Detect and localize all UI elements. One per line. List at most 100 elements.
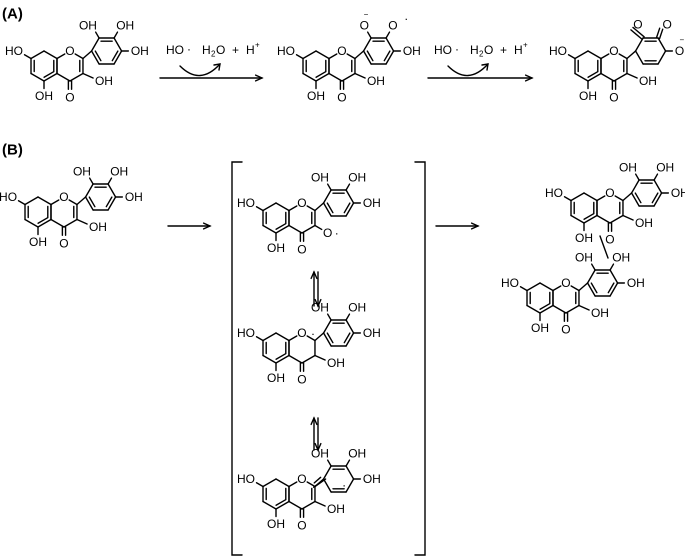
- bond: [345, 183, 351, 191]
- bond: [24, 196, 39, 206]
- hydroxyl-label: OH: [348, 301, 366, 315]
- carbonyl-oxygen-label: O: [297, 518, 306, 532]
- bond: [634, 50, 644, 65]
- arrow-head: [310, 270, 318, 280]
- bond: [570, 214, 585, 224]
- bond: [37, 218, 52, 228]
- carbonyl-oxygen-label: O: [59, 236, 68, 250]
- hydroxyl-label: OH: [591, 306, 609, 320]
- bond: [327, 459, 332, 467]
- ring-oxygen-label: O: [59, 190, 68, 204]
- bond: [262, 354, 277, 364]
- hydroxyl-label: OH: [267, 371, 285, 385]
- resonance-arrow-1: [310, 270, 322, 308]
- bond: [354, 72, 366, 79]
- proton-charge: +: [523, 41, 528, 50]
- ring-oxygen-label: O: [297, 472, 306, 486]
- hydroxyl-label: OH: [639, 74, 657, 88]
- bond: [345, 478, 355, 493]
- carbonyl-oxygen-label: O: [605, 232, 614, 246]
- bond: [345, 319, 355, 334]
- bond: [609, 263, 615, 271]
- bond: [600, 53, 610, 60]
- bond: [322, 478, 332, 493]
- bond: [345, 465, 355, 480]
- proton-label: H: [514, 43, 523, 57]
- bond: [76, 196, 87, 206]
- panel-label-a: (A): [2, 6, 23, 23]
- bond: [653, 192, 663, 207]
- hydroxyl-label: OH: [363, 326, 381, 340]
- bond: [43, 50, 58, 60]
- bond: [385, 31, 391, 39]
- bond: [519, 286, 528, 292]
- bond: [552, 285, 562, 292]
- hydroxyl-label: OH: [635, 216, 653, 230]
- bond: [288, 481, 298, 488]
- quinone-oxygen-label: O: [633, 18, 642, 32]
- bond: [326, 202, 334, 214]
- bond: [30, 72, 45, 82]
- radical-dot: ·: [187, 42, 191, 56]
- water-label: O: [484, 43, 493, 57]
- bond: [526, 282, 541, 292]
- bond: [302, 50, 317, 60]
- bond: [43, 71, 55, 78]
- bond: [275, 332, 290, 342]
- bond: [539, 282, 554, 292]
- arrow-head: [202, 222, 212, 230]
- ring-oxygen-label: O: [65, 44, 74, 58]
- hydroxyl-label: OH: [612, 251, 630, 265]
- phenoxide-label: O: [360, 19, 369, 33]
- hydroxyl-label: OH: [348, 447, 366, 461]
- bond: [326, 332, 334, 344]
- bond: [301, 500, 316, 510]
- panel-labels: (A)(B): [2, 6, 23, 159]
- hydroxyl-label: OH: [327, 502, 345, 516]
- resonance-arrow-2: [310, 416, 322, 452]
- bond: [653, 179, 663, 194]
- bond: [255, 336, 264, 342]
- bracket-left: [231, 161, 243, 556]
- hydroxyl-label: HO: [277, 44, 295, 58]
- bond: [634, 192, 642, 204]
- bond: [37, 217, 49, 224]
- bond: [552, 304, 567, 314]
- phenoxide-label: O: [675, 44, 684, 58]
- bond: [314, 500, 326, 507]
- bond: [322, 202, 332, 217]
- bond: [275, 224, 290, 234]
- hydroxyl-label: OH: [116, 19, 134, 33]
- oxygen-radical-label: O: [388, 19, 397, 33]
- bond: [345, 202, 355, 217]
- bond: [614, 195, 624, 202]
- hydroxyl-radical-label: HO: [166, 43, 184, 57]
- bond: [322, 332, 332, 347]
- hydroxyl-label: OH: [73, 165, 91, 179]
- hydroxyl-label: OH: [575, 251, 593, 265]
- bond: [313, 476, 322, 484]
- negative-charge: −: [364, 10, 369, 19]
- bond: [314, 202, 325, 212]
- hydroxyl-label: HO: [237, 472, 255, 486]
- bond: [314, 224, 323, 231]
- ring-oxygen-label: O: [605, 186, 614, 200]
- bond: [328, 53, 338, 60]
- bond: [50, 218, 65, 228]
- bond: [68, 199, 78, 206]
- carbonyl-oxygen-label: O: [65, 90, 74, 104]
- carbonyl-oxygen-label: O: [297, 242, 306, 256]
- ring-oxygen-label: O: [609, 44, 618, 58]
- bond: [275, 478, 290, 488]
- bond: [275, 499, 287, 506]
- bond: [574, 72, 589, 82]
- bond: [622, 214, 634, 221]
- hydroxyl-label: OH: [110, 165, 128, 179]
- hydroxyl-label: HO: [0, 190, 17, 204]
- arrow-head: [481, 63, 489, 71]
- bond: [362, 50, 372, 65]
- hydroxyl-label: OH: [327, 356, 345, 370]
- bond: [345, 189, 355, 204]
- bond: [622, 192, 633, 202]
